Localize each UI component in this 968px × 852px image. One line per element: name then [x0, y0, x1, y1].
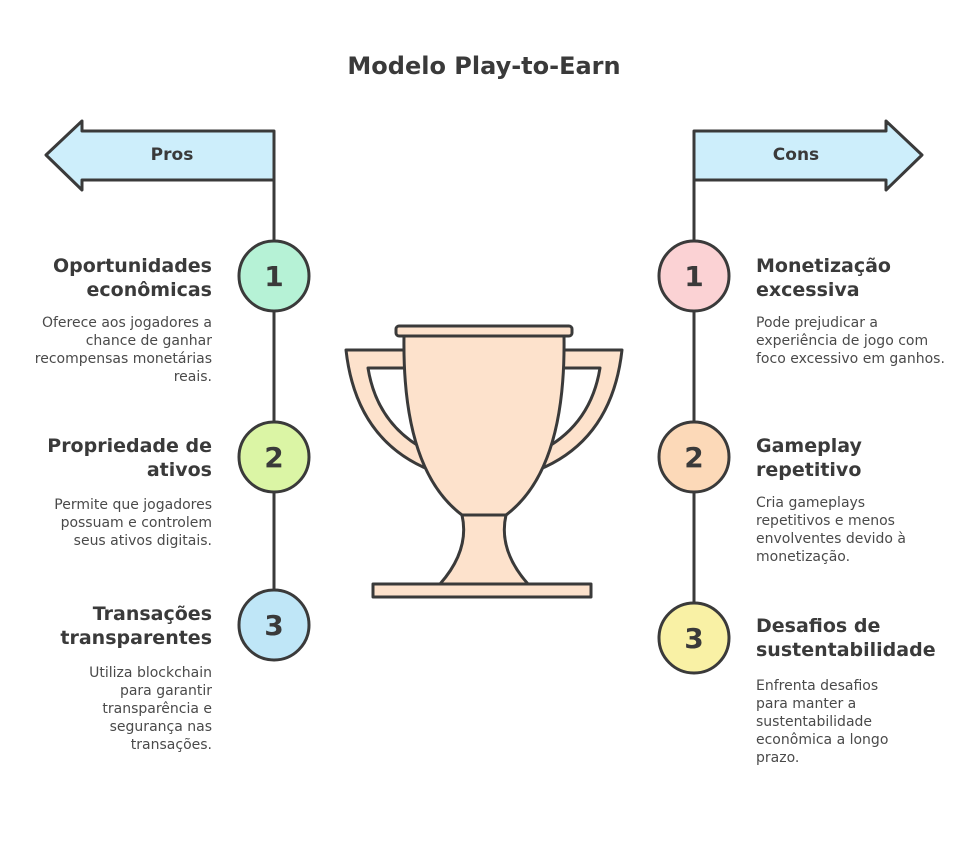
- pros-arrow-shape: [44, 119, 276, 192]
- cons-arrow-shape: [692, 119, 924, 192]
- cons-number-2: 2: [684, 440, 704, 474]
- cons-circle-1: [657, 239, 731, 313]
- pros-circle-2: [237, 420, 311, 494]
- pros-circle-3: [237, 588, 311, 662]
- diagram-title: Modelo Play-to-Earn: [347, 52, 621, 80]
- cons-label: Cons: [772, 145, 820, 165]
- pros-description-3: Utiliza blockchain para garantir transpa…: [89, 665, 212, 753]
- cons-circle-3: [657, 601, 731, 675]
- cons-description-2: Cria gameplays repetitivos e menos envol…: [756, 495, 907, 565]
- pros-circle-1: [237, 239, 311, 313]
- pros-heading-3: Transações transparentes: [60, 603, 212, 649]
- cons-heading-1: Monetização excessiva: [756, 255, 891, 301]
- pros-heading-2: Propriedade de ativos: [47, 435, 212, 481]
- cons-number-3: 3: [684, 621, 704, 655]
- cons-number-1: 1: [684, 259, 704, 293]
- pros-number-2: 2: [264, 440, 284, 474]
- pros-label: Pros: [150, 145, 194, 165]
- cons-heading-2: Gameplay repetitivo: [756, 435, 862, 481]
- pros-number-1: 1: [264, 259, 284, 293]
- trophy-icon: [344, 324, 624, 599]
- pros-description-1: Oferece aos jogadores a chance de ganhar…: [34, 315, 212, 385]
- cons-heading-3: Desafios de sustentabilidade: [756, 615, 936, 661]
- cons-circle-2: [657, 420, 731, 494]
- pros-number-3: 3: [264, 608, 284, 642]
- pros-heading-1: Oportunidades econômicas: [52, 255, 212, 301]
- cons-description-1: Pode prejudicar a experiência de jogo co…: [756, 315, 945, 367]
- cons-description-3: Enfrenta desafios para manter a sustenta…: [756, 678, 889, 766]
- pros-description-2: Permite que jogadores possuam e controle…: [54, 497, 212, 549]
